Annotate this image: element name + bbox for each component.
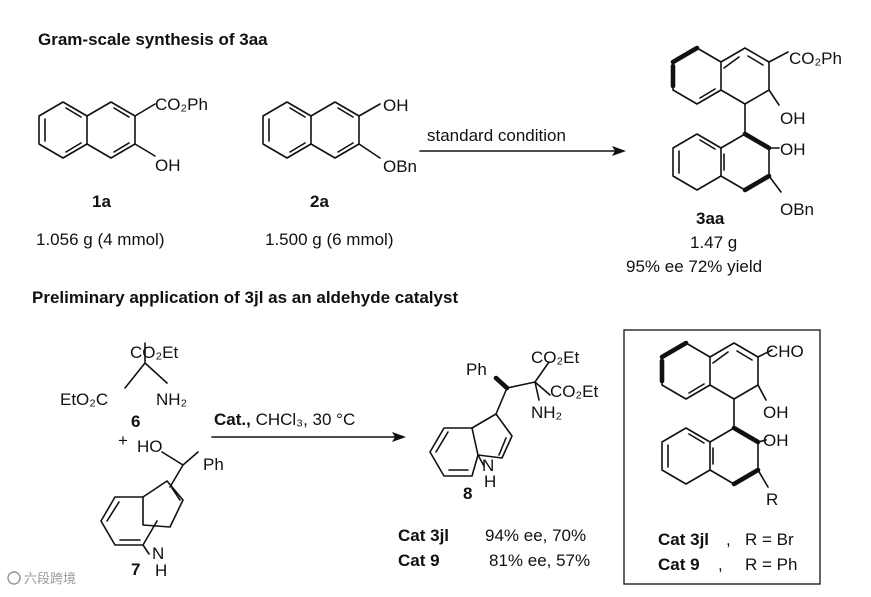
catalyst-entry-3jl-sep: ,	[726, 530, 731, 549]
catalyst-oh-lower-label: OH	[763, 431, 789, 450]
3aa-obn-label: OBn	[780, 200, 814, 219]
6-nh2-label: NH₂	[156, 390, 187, 409]
1a-co2ph-label: CO₂Ph	[155, 95, 208, 114]
3aa-oh-lower-label: OH	[780, 140, 806, 159]
conditions-cat: Cat.,	[214, 410, 251, 429]
compound-7-id: 7	[131, 560, 140, 579]
compound-3aa-result: 95% ee 72% yield	[626, 257, 762, 276]
catalyst-entry-9-r: R = Ph	[745, 555, 797, 574]
3aa-oh-upper-label: OH	[780, 109, 806, 128]
compound-1a-amount: 1.056 g (4 mmol)	[36, 230, 165, 249]
product-3aa-structure	[670, 45, 789, 193]
1a-oh-label: OH	[155, 156, 181, 175]
6-eto2c-label: EtO₂C	[60, 390, 108, 409]
compound-2a-amount: 1.500 g (6 mmol)	[265, 230, 394, 249]
product-8-structure	[429, 361, 551, 477]
watermark: 六段跨境	[7, 571, 76, 586]
compound-1a-id: 1a	[92, 192, 111, 211]
catalyst-entry-9-cat: Cat 9	[658, 555, 700, 574]
8-ph-label: Ph	[466, 360, 487, 379]
arrow-condition-label: standard condition	[427, 126, 566, 145]
watermark-logo-icon	[7, 571, 21, 585]
catalyst-structure	[659, 340, 773, 488]
conditions-rest: CHCl₃, 30 °C	[251, 410, 355, 429]
catalyst-oh-upper-label: OH	[763, 403, 789, 422]
section1-title: Gram-scale synthesis of 3aa	[38, 30, 268, 49]
compound-6-structure	[124, 342, 168, 389]
result-cat-9: Cat 9	[398, 551, 440, 570]
compound-6-id: 6	[131, 412, 140, 431]
plus-sign: +	[118, 431, 128, 450]
7-ho-label: HO	[137, 437, 163, 456]
2a-obn-label: OBn	[383, 157, 417, 176]
result-cat-3jl: Cat 3jl	[398, 526, 449, 545]
8-co2et-2-label: CO₂Et	[550, 382, 598, 401]
8-nh2-label: NH₂	[531, 403, 562, 422]
catalyst-entry-3jl-cat: Cat 3jl	[658, 530, 709, 549]
7-n-label: N	[152, 544, 164, 563]
compound-2a-id: 2a	[310, 192, 329, 211]
result-value-9: 81% ee, 57%	[489, 551, 590, 570]
compound-2a-structure	[262, 101, 381, 159]
compound-3aa-id: 3aa	[696, 209, 725, 228]
7-ph-label: Ph	[203, 455, 224, 474]
2a-oh-label: OH	[383, 96, 409, 115]
catalyst-cho-label: CHO	[766, 342, 804, 361]
conditions-label: Cat., CHCl₃, 30 °C	[214, 410, 355, 429]
7-h-label: H	[155, 561, 167, 580]
8-n-label: N	[482, 456, 494, 475]
compound-8-id: 8	[463, 484, 472, 503]
8-h-label: H	[484, 472, 496, 491]
catalyst-box	[623, 329, 821, 585]
section2-title: Preliminary application of 3jl as an ald…	[32, 288, 458, 307]
reaction-arrow-1	[419, 146, 626, 156]
compound-3aa-mass: 1.47 g	[690, 233, 737, 252]
catalyst-entry-3jl-r: R = Br	[745, 530, 794, 549]
compound-1a-structure	[38, 101, 156, 159]
reaction-arrow-2	[211, 432, 406, 442]
watermark-text: 六段跨境	[24, 571, 76, 586]
result-value-3jl: 94% ee, 70%	[485, 526, 586, 545]
catalyst-r-label: R	[766, 490, 778, 509]
catalyst-entry-9-sep: ,	[718, 555, 723, 574]
8-co2et-1-label: CO₂Et	[531, 348, 579, 367]
compound-7-structure	[100, 451, 199, 555]
6-co2et-label: CO₂Et	[130, 343, 178, 362]
3aa-co2ph-label: CO₂Ph	[789, 49, 842, 68]
